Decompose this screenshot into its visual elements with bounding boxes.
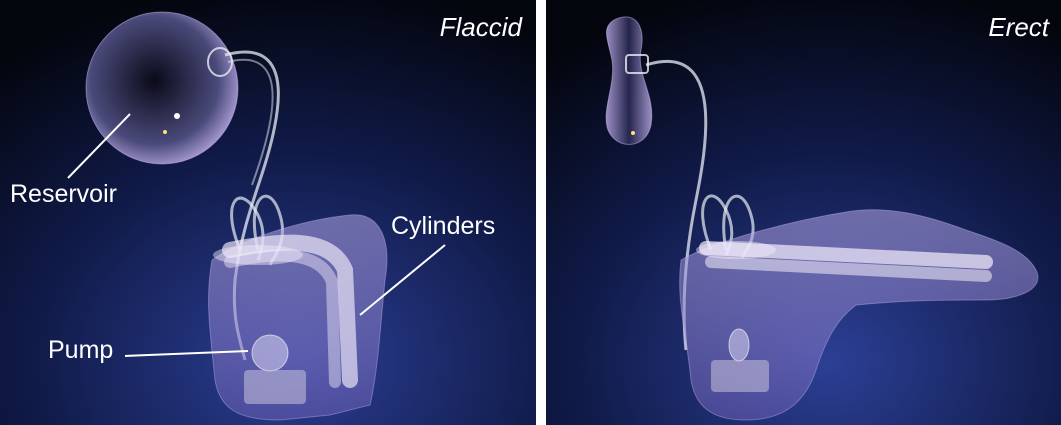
flaccid-panel: Flaccid Reservoir Cylinders Pump bbox=[0, 0, 536, 425]
erect-panel: Erect bbox=[546, 0, 1061, 425]
erect-illustration bbox=[546, 0, 1061, 425]
reservoir-shape bbox=[86, 12, 238, 164]
pump-shape bbox=[729, 329, 749, 361]
cylinders-label: Cylinders bbox=[391, 212, 495, 241]
state-label-flaccid: Flaccid bbox=[440, 12, 522, 43]
pump-label: Pump bbox=[48, 336, 113, 365]
pump-shape bbox=[252, 335, 288, 371]
state-label-erect: Erect bbox=[988, 12, 1049, 43]
reservoir-label: Reservoir bbox=[10, 180, 117, 209]
